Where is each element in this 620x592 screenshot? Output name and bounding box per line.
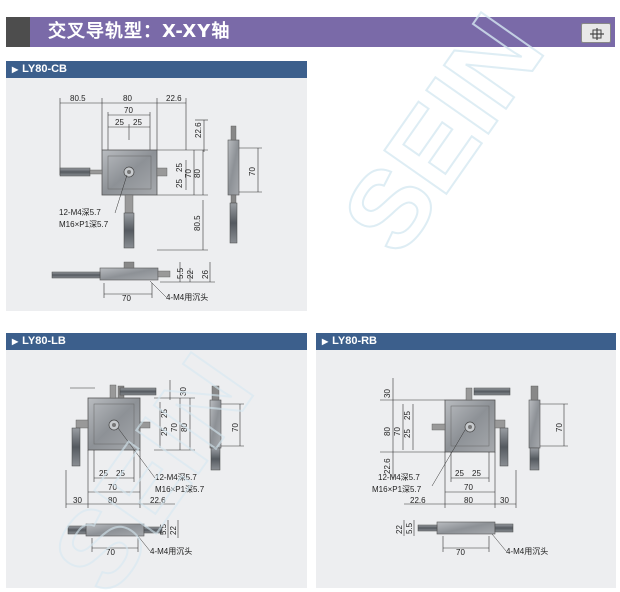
panel-ly80-lb: [6, 333, 307, 588]
dim-label: 70: [122, 294, 131, 303]
watermark: SEIN: [29, 333, 277, 592]
dim-label: 25: [160, 427, 169, 436]
counter-note: 4-M4用沉头: [506, 546, 548, 556]
counter-note: 4-M4用沉头: [150, 546, 192, 556]
micrometer-knob: [119, 387, 157, 396]
micrometer-knob: [499, 427, 509, 467]
dim-label: 22.6: [166, 94, 182, 103]
dim-label: 5.5: [176, 267, 185, 279]
dim-label: 25: [116, 469, 125, 478]
dim-label: 30: [383, 389, 392, 398]
dim-label: 70: [248, 167, 257, 176]
expand-icon: [590, 28, 604, 40]
dim-label: 70: [393, 427, 402, 436]
dim-label: 25: [160, 409, 169, 418]
dim-label: 30: [179, 387, 188, 396]
micrometer-knob: [123, 212, 135, 249]
dim-label: 22.6: [383, 458, 392, 474]
dim-label: 70: [456, 548, 465, 557]
panel-label: LY80-RB: [332, 335, 377, 347]
watermark: SEIN: [319, 0, 567, 274]
dim-label: 70: [464, 483, 473, 492]
drawing-ly80-rb: 30 80 70 25 25 22.6 25 25 70 22.6 80 30 …: [372, 378, 568, 557]
dim-label: 80: [108, 496, 117, 505]
stage-side-view: [528, 399, 541, 449]
hole-note: M16×P1深5.7: [155, 485, 205, 494]
dim-label: 22: [395, 525, 404, 534]
triangle-icon: ▶: [12, 337, 19, 346]
dim-label: 70: [555, 423, 564, 432]
dim-label: 22: [169, 526, 178, 535]
expand-button[interactable]: [581, 23, 611, 43]
panel-tab-ly80-rb: ▶LY80-RB: [316, 333, 616, 350]
dim-label: 5.5: [405, 522, 414, 534]
triangle-icon: ▶: [322, 337, 329, 346]
dim-label: 70: [108, 483, 117, 492]
dim-label: 70: [170, 423, 179, 432]
dim-label: 22.6: [194, 122, 203, 138]
micrometer-knob: [59, 167, 91, 177]
dim-label: 22: [186, 270, 195, 279]
header-accent-block: [6, 17, 30, 47]
dim-label: 80.5: [70, 94, 86, 103]
dim-label: 70: [124, 106, 133, 115]
section-title: 交叉导轨型：X-XY轴: [48, 21, 231, 42]
dim-label: 70: [184, 169, 193, 178]
panel-label: LY80-LB: [22, 335, 66, 347]
dim-label: 80: [123, 94, 132, 103]
dim-label: 30: [500, 496, 509, 505]
panel-ly80-rb: [316, 333, 616, 588]
dim-label: 25: [115, 118, 124, 127]
micrometer-knob: [71, 427, 81, 467]
dim-label: 25: [455, 469, 464, 478]
hole-note: 12-M4深5.7: [59, 208, 101, 217]
hole-note: 12-M4深5.7: [155, 473, 197, 482]
dim-label: 25: [472, 469, 481, 478]
dim-label: 25: [99, 469, 108, 478]
dim-label: 80: [383, 427, 392, 436]
dim-label: 70: [231, 423, 240, 432]
dim-label: 22.6: [410, 496, 426, 505]
micrometer-knob: [473, 387, 511, 396]
panel-tab-ly80-cb: ▶LY80-CB: [6, 61, 307, 78]
hole-note: M16×P1深5.7: [372, 485, 422, 494]
stage-front-view: [436, 521, 496, 535]
panel-label: LY80-CB: [22, 63, 67, 75]
dim-label: 80: [180, 423, 189, 432]
triangle-icon: ▶: [12, 65, 19, 74]
dim-label: 22.6: [150, 496, 166, 505]
dim-label: 30: [73, 496, 82, 505]
stage-top-view: [87, 397, 141, 451]
dim-label: 80.5: [193, 215, 202, 231]
dim-label: 25: [175, 179, 184, 188]
stage-front-view: [99, 267, 159, 281]
counter-note: 4-M4用沉头: [166, 292, 208, 302]
dim-label: 25: [403, 411, 412, 420]
dim-label: 25: [133, 118, 142, 127]
section-header-bar: [6, 17, 615, 47]
dim-label: 80: [464, 496, 473, 505]
drawing-ly80-cb: 80.5 80 22.6 70 25 25 22.6 25 25 70 80 8…: [51, 94, 262, 303]
dim-label: 25: [175, 163, 184, 172]
dim-label: 80: [193, 169, 202, 178]
stage-side-view: [227, 139, 240, 196]
dim-label: 5.5: [159, 523, 168, 535]
hole-note: M16×P1深5.7: [59, 220, 109, 229]
dim-label: 70: [106, 548, 115, 557]
hole-note: 12-M4深5.7: [378, 473, 420, 482]
panel-tab-ly80-lb: ▶LY80-LB: [6, 333, 307, 350]
dim-label: 26: [201, 270, 210, 279]
drawing-ly80-lb: 30 25 25 70 80 25 25 70 30 80 22.6 70 12…: [65, 380, 244, 557]
dim-label: 25: [403, 429, 412, 438]
